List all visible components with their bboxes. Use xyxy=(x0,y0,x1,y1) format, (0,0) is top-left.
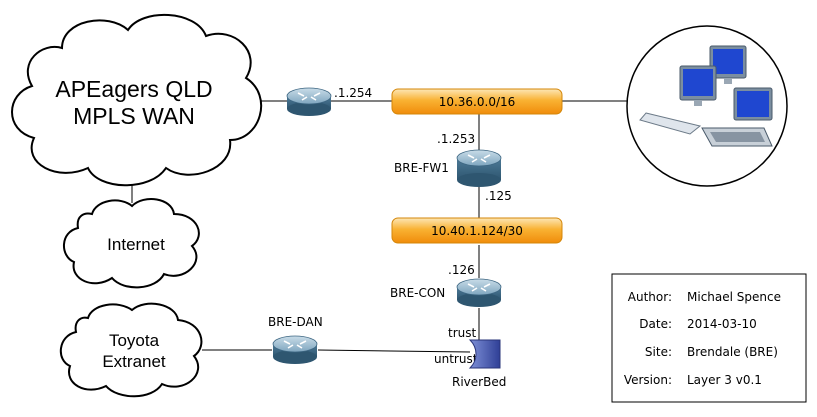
fw-top-ip: .1.253 xyxy=(437,132,475,146)
computers-group xyxy=(626,25,788,187)
version-label: Version: xyxy=(624,373,672,387)
fw-device xyxy=(456,149,502,187)
info-box: Author: Michael Spence Date: 2014-03-10 … xyxy=(611,273,807,403)
computers-icon xyxy=(639,45,773,147)
author-label: Author: xyxy=(628,290,672,304)
router-icon xyxy=(286,87,332,116)
firewall-icon xyxy=(456,149,502,187)
link-dan-riverbed xyxy=(317,349,471,353)
wan-router-ip: .1.254 xyxy=(334,86,372,100)
trust-label: trust xyxy=(448,326,476,340)
router-icon xyxy=(456,278,502,307)
date-label: Date: xyxy=(639,317,672,331)
network-top-label: 10.36.0.0/16 xyxy=(439,95,516,109)
network-bar-middle: 10.40.1.124/30 xyxy=(391,217,563,244)
riverbed-icon xyxy=(468,339,501,369)
fw-name: BRE-FW1 xyxy=(394,161,449,175)
con-ip: .126 xyxy=(448,263,475,277)
cloud-icon xyxy=(63,198,200,289)
cloud-icon xyxy=(11,13,263,187)
mpls-wan-cloud: APEagers QLD MPLS WAN xyxy=(11,13,263,187)
riverbed-label: RiverBed xyxy=(452,375,506,389)
site-label: Site: xyxy=(645,345,672,359)
author-value: Michael Spence xyxy=(687,290,781,304)
network-bar-top: 10.36.0.0/16 xyxy=(391,88,563,115)
router-icon xyxy=(272,335,318,364)
network-middle-label: 10.40.1.124/30 xyxy=(431,224,523,238)
internet-cloud: Internet xyxy=(63,198,200,289)
toyota-label-line1: Toyota xyxy=(109,331,160,350)
con-name: BRE-CON xyxy=(390,286,445,300)
toyota-extranet-cloud: Toyota Extranet xyxy=(60,302,203,398)
wan-router xyxy=(286,87,332,116)
cloud-icon xyxy=(60,302,203,398)
wan-cloud-subtitle: MPLS WAN xyxy=(73,103,195,129)
toyota-label-line2: Extranet xyxy=(102,352,166,371)
fw-bottom-ip: .125 xyxy=(485,189,512,203)
version-value: Layer 3 v0.1 xyxy=(687,373,762,387)
con-router xyxy=(456,278,502,307)
date-value: 2014-03-10 xyxy=(687,317,757,331)
dan-router xyxy=(272,335,318,364)
dan-name: BRE-DAN xyxy=(268,315,323,329)
internet-label: Internet xyxy=(107,235,165,254)
wan-cloud-title: APEagers QLD xyxy=(55,76,212,102)
untrust-label: untrust xyxy=(434,352,478,366)
site-value: Brendale (BRE) xyxy=(687,345,778,359)
riverbed-device xyxy=(468,339,501,369)
